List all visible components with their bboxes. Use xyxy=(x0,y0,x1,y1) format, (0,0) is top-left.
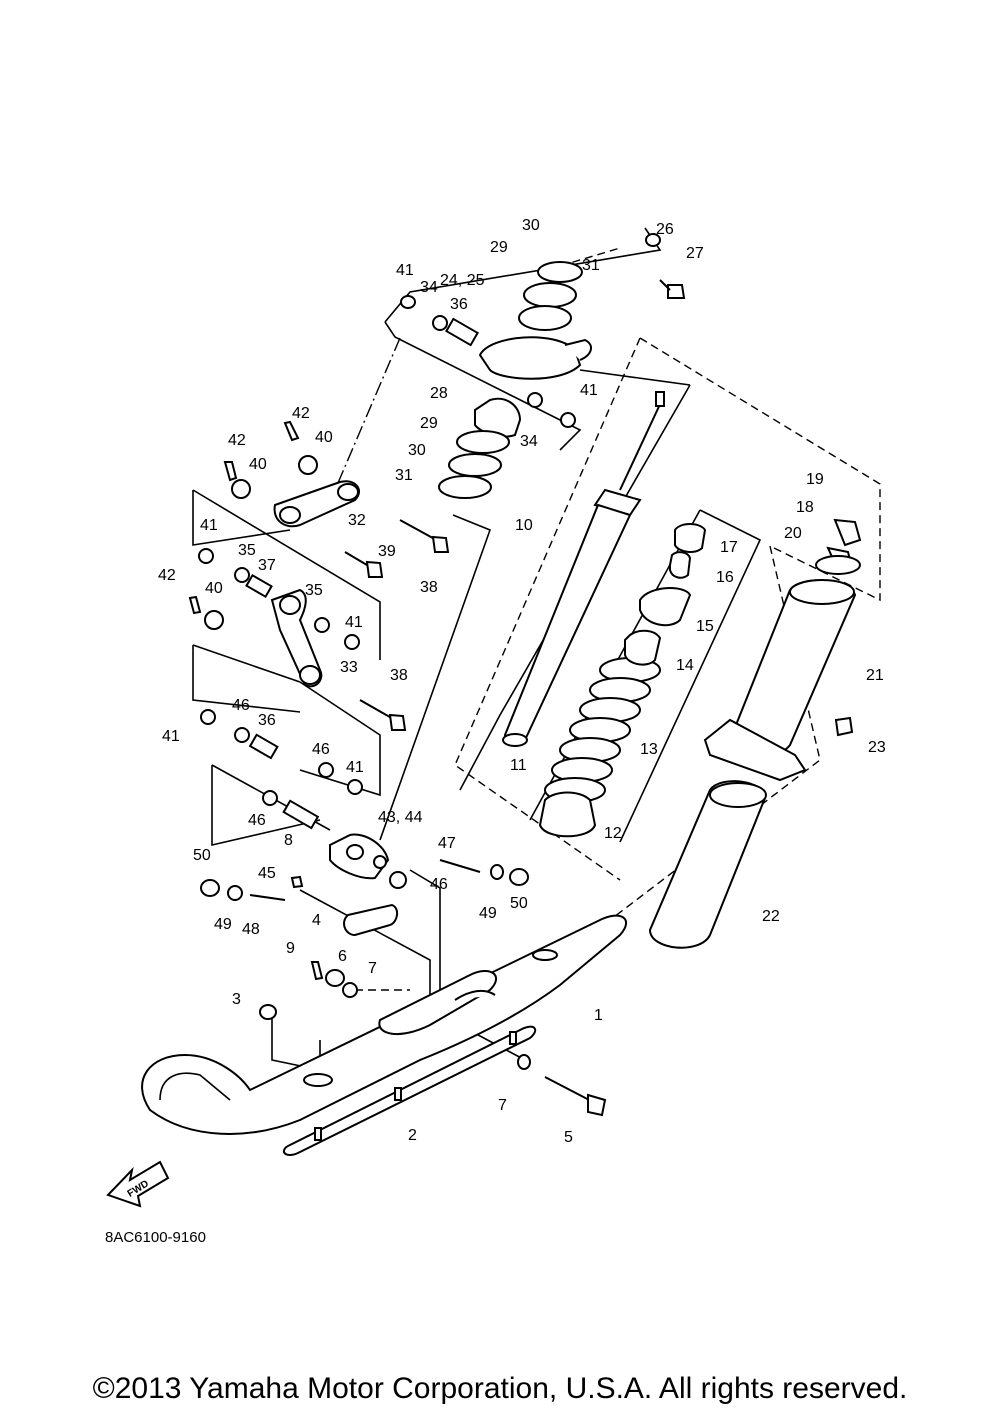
callout: 41 xyxy=(580,382,598,399)
callout: 41 xyxy=(346,759,364,776)
callout: 34 xyxy=(420,279,438,296)
shock-absorber xyxy=(502,391,665,747)
callout: 23 xyxy=(868,739,886,756)
link-33 xyxy=(188,548,407,731)
callout: 2 xyxy=(408,1127,417,1144)
callout: 15 xyxy=(696,618,714,635)
callout: 40 xyxy=(315,429,333,446)
callout: 46 xyxy=(430,876,448,893)
callout: 38 xyxy=(390,667,408,684)
ski xyxy=(141,914,628,1135)
callout: 45 xyxy=(258,865,276,882)
callout: 30 xyxy=(522,217,540,234)
fwd-arrow-icon: FWD xyxy=(106,1160,170,1208)
callout: 4 xyxy=(312,912,321,929)
callout: 36 xyxy=(450,296,468,313)
callout: 20 xyxy=(784,525,802,542)
callout: 8 xyxy=(284,832,293,849)
copyright-text: ©2013 Yamaha Motor Corporation, U.S.A. A… xyxy=(92,1372,908,1405)
callout: 42 xyxy=(228,432,246,449)
callout-labels: 30 31 29 26 27 41 34 24, 25 36 41 28 34 … xyxy=(158,217,886,1146)
callout: 12 xyxy=(604,825,622,842)
callout: 9 xyxy=(286,940,295,957)
callout: 1 xyxy=(594,1007,603,1024)
callout: 32 xyxy=(348,512,366,529)
callout: 47 xyxy=(438,835,456,852)
wear-bar xyxy=(282,1025,537,1156)
callout: 43, 44 xyxy=(378,809,423,826)
diagram-part-code: 8AC6100-9160 xyxy=(105,1229,206,1246)
upper-mount xyxy=(400,233,686,499)
callout: 49 xyxy=(214,916,232,933)
callout: 10 xyxy=(515,517,533,534)
callout: 35 xyxy=(305,582,323,599)
callout: 50 xyxy=(510,895,528,912)
spring-seat-parts xyxy=(538,523,707,838)
callout: 37 xyxy=(258,557,276,574)
callout: 22 xyxy=(762,908,780,925)
lower-bushings xyxy=(200,709,363,830)
callout: 39 xyxy=(378,543,396,560)
callout: 48 xyxy=(242,921,260,938)
callout: 31 xyxy=(395,467,413,484)
callout: 46 xyxy=(232,697,250,714)
callout: 38 xyxy=(420,579,438,596)
callout: 42 xyxy=(292,405,310,422)
callout: 41 xyxy=(345,614,363,631)
callout: 49 xyxy=(479,905,497,922)
callout: 6 xyxy=(338,948,347,965)
callout: 13 xyxy=(640,741,658,758)
callout: 41 xyxy=(200,517,218,534)
callout: 5 xyxy=(564,1129,573,1146)
callout: 33 xyxy=(340,659,358,676)
callout: 3 xyxy=(232,991,241,1008)
callout: 35 xyxy=(238,542,256,559)
spring xyxy=(544,657,661,803)
callout: 41 xyxy=(162,728,180,745)
callout: 30 xyxy=(408,442,426,459)
callout: 7 xyxy=(368,960,377,977)
callout: 36 xyxy=(258,712,276,729)
callout: 41 xyxy=(396,262,414,279)
callout: 31 xyxy=(582,257,600,274)
callout: 16 xyxy=(716,569,734,586)
callout: 28 xyxy=(430,385,448,402)
callout: 26 xyxy=(656,221,674,238)
sleeve-22 xyxy=(648,780,767,949)
callout: 50 xyxy=(193,847,211,864)
bolt-5 xyxy=(544,1076,607,1117)
callout: 46 xyxy=(312,741,330,758)
callout: 7 xyxy=(498,1097,507,1114)
callout: 19 xyxy=(806,471,824,488)
callout: 40 xyxy=(205,580,223,597)
callout: 27 xyxy=(686,245,704,262)
dust-boot xyxy=(703,518,862,782)
callout: 46 xyxy=(248,812,266,829)
callout: 17 xyxy=(720,539,738,556)
callout: 14 xyxy=(676,657,694,674)
callout: 11 xyxy=(510,757,527,774)
link-32 xyxy=(223,420,450,578)
bracket-43-44 xyxy=(200,833,529,937)
callout: 42 xyxy=(158,567,176,584)
ski-mount-hardware xyxy=(259,961,531,1070)
callout: 29 xyxy=(490,239,508,256)
callout: 40 xyxy=(249,456,267,473)
callout: 21 xyxy=(866,667,884,684)
callout: 24, 25 xyxy=(440,272,485,289)
callout: 29 xyxy=(420,415,438,432)
callout: 18 xyxy=(796,499,814,516)
callout: 34 xyxy=(520,433,538,450)
